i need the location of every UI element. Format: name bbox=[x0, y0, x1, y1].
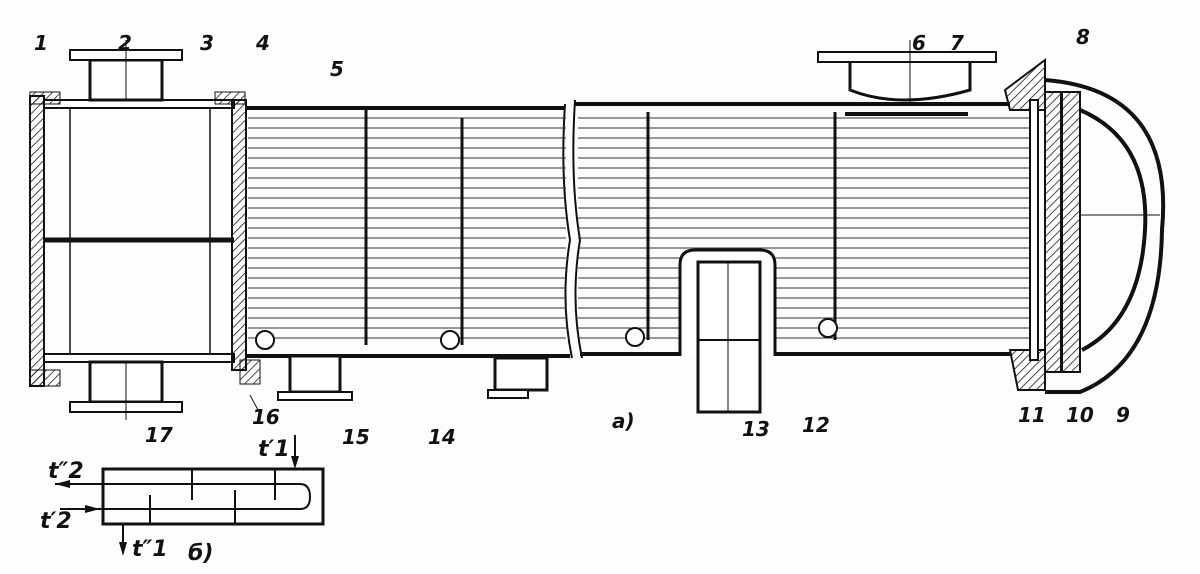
shell bbox=[246, 40, 1030, 414]
t1-in-label: t′1 bbox=[258, 437, 290, 462]
inlet-chamber bbox=[29, 40, 261, 420]
label-15: 15 bbox=[342, 425, 370, 449]
label-5: 5 bbox=[330, 57, 344, 81]
label-8: 8 bbox=[1076, 25, 1090, 49]
label-12: 12 bbox=[802, 413, 830, 437]
t2-in-label: t′2 bbox=[40, 509, 72, 534]
t1-out-label: t″1 bbox=[132, 537, 168, 562]
label-16: 16 bbox=[252, 405, 280, 429]
label-10: 10 bbox=[1066, 403, 1094, 427]
part-labels: 1 2 3 4 5 6 7 8 9 10 11 12 13 14 15 16 1… bbox=[34, 25, 1130, 449]
view-a-label: а) bbox=[612, 409, 635, 433]
label-2: 2 bbox=[118, 31, 132, 55]
t2-out-label: t″2 bbox=[48, 459, 84, 484]
label-9: 9 bbox=[1116, 403, 1130, 427]
label-17: 17 bbox=[145, 423, 173, 447]
label-11: 11 bbox=[1018, 403, 1046, 427]
floating-head bbox=[1003, 58, 1166, 394]
label-13: 13 bbox=[742, 417, 770, 441]
view-b-label: б) bbox=[188, 541, 213, 566]
flow-schematic: t″2 t′2 t′1 t″1 б) bbox=[40, 435, 325, 566]
label-14: 14 bbox=[428, 425, 456, 449]
label-6: 6 bbox=[912, 31, 926, 55]
label-7: 7 bbox=[950, 31, 964, 55]
label-1: 1 bbox=[34, 31, 48, 55]
label-3: 3 bbox=[200, 31, 214, 55]
label-4: 4 bbox=[255, 31, 270, 55]
tube-bundle bbox=[248, 117, 1030, 339]
